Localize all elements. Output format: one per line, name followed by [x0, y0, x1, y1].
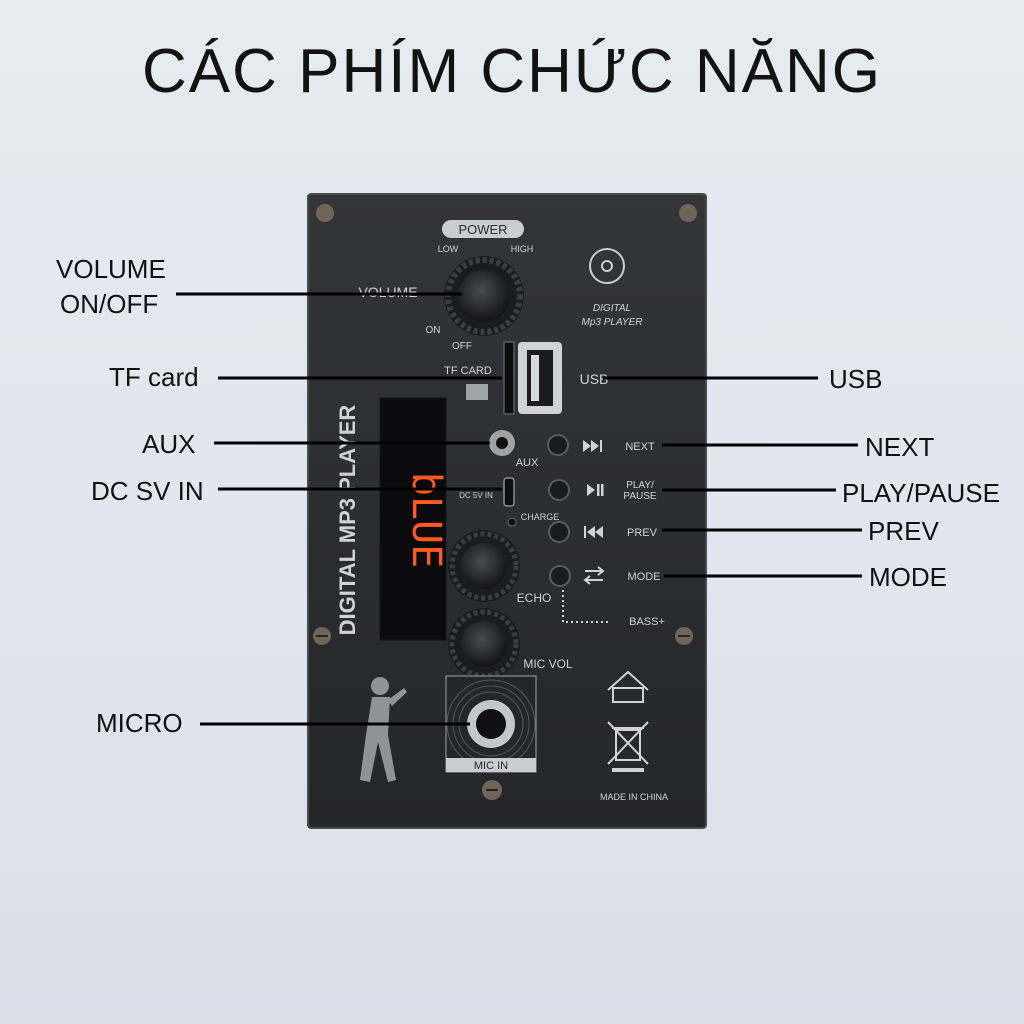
led-display: bLUE: [379, 397, 449, 641]
mode-button[interactable]: [549, 565, 571, 587]
play-pause-callout: PLAY/PAUSE: [842, 478, 1000, 508]
panel-body: [307, 193, 707, 829]
mic-vol-knob[interactable]: [448, 608, 520, 680]
dc-in-port[interactable]: [503, 477, 515, 507]
echo-label: ECHO: [517, 591, 552, 605]
tf-card-callout: TF card: [109, 362, 199, 392]
panel-aux-label: AUX: [516, 457, 539, 469]
screw-icon: [313, 204, 697, 800]
panel-mode-label: MODE: [628, 571, 661, 583]
bass-label: BASS+: [629, 616, 665, 628]
mic-vol-label: MIC VOL: [523, 657, 573, 671]
prev-icon: [584, 526, 603, 538]
volume-callout-line2: ON/OFF: [60, 289, 159, 320]
recycle-bin-crossed-icon: [607, 721, 649, 772]
charge-label: CHARGE: [521, 512, 560, 522]
volume-knob[interactable]: [444, 256, 524, 336]
usb-callout: USB: [829, 364, 883, 394]
home-icon: [607, 670, 649, 703]
play-pause-icon: [587, 484, 604, 496]
display-text: bLUE: [403, 472, 449, 568]
volume-callout-line1: VOLUME: [56, 254, 166, 284]
mic-in-label: MIC IN: [474, 760, 508, 772]
panel-next-label: NEXT: [625, 441, 655, 453]
prev-callout: PREV: [868, 516, 939, 546]
dc-in-callout: DC SV IN: [91, 476, 204, 506]
micro-callout: MICRO: [96, 708, 183, 738]
made-in-label: MADE IN CHINA: [600, 792, 668, 802]
next-icon: [583, 440, 602, 452]
prev-button[interactable]: [548, 521, 570, 543]
page-title: CÁC PHÍM CHỨC NĂNG: [142, 37, 882, 106]
panel-tf-card-label: TF CARD: [444, 365, 492, 377]
tf-card-slot[interactable]: [503, 341, 515, 415]
power-label: POWER: [458, 222, 507, 237]
play-pause-button[interactable]: [548, 479, 570, 501]
mp3-player-label: Mp3 PLAYER: [582, 317, 643, 328]
mode-arrows-icon: [583, 566, 605, 585]
aux-callout: AUX: [142, 429, 196, 459]
high-label: HIGH: [511, 244, 534, 254]
off-label: OFF: [452, 341, 472, 352]
callout-lines: [176, 292, 862, 726]
low-label: LOW: [438, 244, 459, 254]
usb-port[interactable]: [518, 342, 562, 414]
aux-jack[interactable]: [489, 430, 515, 456]
mode-callout: MODE: [869, 562, 947, 592]
panel-volume-label: VOLUME: [358, 284, 417, 300]
panel-usb-label: USB: [580, 371, 609, 387]
singer-silhouette-icon: [360, 677, 407, 782]
panel-dc-in-label: DC 5V IN: [459, 491, 493, 500]
digital-label: DIGITAL: [593, 303, 631, 314]
disc-logo-icon: [589, 248, 625, 284]
echo-knob[interactable]: [448, 530, 520, 602]
mic-jack[interactable]: [467, 700, 515, 748]
next-button[interactable]: [547, 434, 569, 456]
panel-play-label: PLAY/: [626, 480, 654, 491]
volume-callout: VOLUME ON/OFF: [56, 252, 166, 322]
next-callout: NEXT: [865, 432, 935, 462]
on-label: ON: [426, 325, 441, 336]
panel-pause-label: PAUSE: [623, 491, 656, 502]
vertical-brand-text: DIGITAL MP3 PLAYER: [335, 405, 360, 636]
panel-prev-label: PREV: [627, 527, 658, 539]
